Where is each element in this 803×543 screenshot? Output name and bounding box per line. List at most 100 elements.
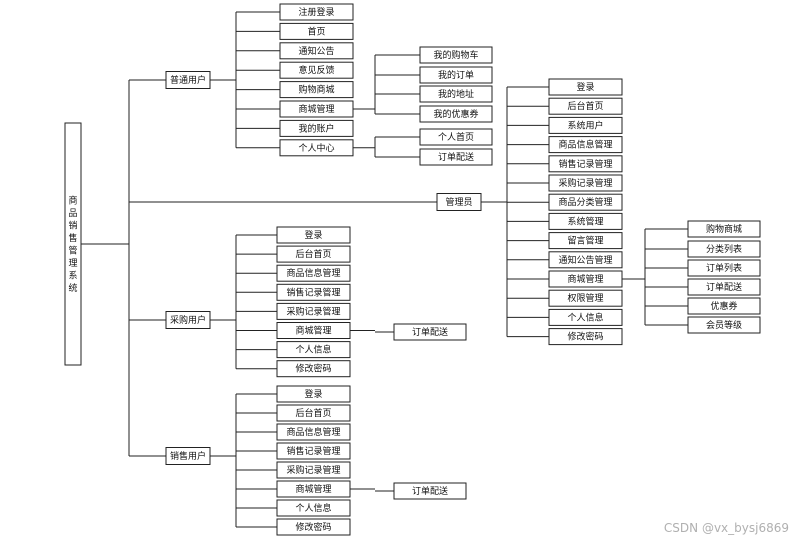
module-0-7: 个人中心	[279, 139, 354, 157]
module-0-2: 通知公告	[279, 42, 354, 60]
module-0-2-box	[279, 42, 354, 60]
module-0-0-box	[279, 3, 354, 21]
module-1-1: 后台首页	[548, 97, 623, 115]
module-3-7-label: 修改密码	[295, 521, 331, 533]
module-2-4-label: 采购记录管理	[286, 305, 340, 317]
submodule-1-10-1-label: 分类列表	[706, 243, 742, 255]
module-1-9-label: 通知公告管理	[558, 254, 612, 266]
module-0-6-label: 我的账户	[298, 122, 334, 134]
module-1-6-box	[548, 193, 623, 211]
module-3-1: 后台首页	[276, 404, 351, 422]
module-1-7: 系统管理	[548, 212, 623, 230]
submodule-1-10-0: 购物商城	[687, 220, 761, 238]
module-1-8-label: 留言管理	[567, 235, 603, 247]
submodule-1-10-3-label: 订单配送	[706, 281, 742, 293]
module-1-13-box	[548, 328, 623, 346]
root-node-char: 系	[68, 270, 77, 281]
module-1-13: 修改密码	[548, 328, 623, 346]
module-2-1-box	[276, 245, 351, 263]
module-0-6-box	[279, 119, 354, 137]
module-1-3: 商品信息管理	[548, 136, 623, 154]
module-0-4-label: 购物商城	[298, 84, 334, 96]
submodule-1-10-0-box	[687, 220, 761, 238]
module-1-13-label: 修改密码	[567, 331, 603, 343]
module-3-0: 登录	[276, 385, 351, 403]
submodule-1-10-3: 订单配送	[687, 278, 761, 296]
module-0-3-box	[279, 61, 354, 79]
module-1-4-box	[548, 155, 623, 173]
module-3-4-box	[276, 461, 351, 479]
module-1-3-label: 商品信息管理	[558, 139, 612, 151]
module-3-1-label: 后台首页	[295, 407, 331, 419]
role-1-label: 管理员	[445, 196, 472, 208]
module-1-12-label: 个人信息	[567, 311, 603, 323]
submodule-0-5-2-label: 我的地址	[438, 88, 474, 100]
submodule-2-5-0-box	[393, 323, 467, 341]
module-2-7: 修改密码	[276, 360, 351, 378]
module-1-6-label: 商品分类管理	[558, 196, 612, 208]
submodule-0-5-1-label: 我的订单	[438, 69, 474, 81]
module-3-1-box	[276, 404, 351, 422]
module-3-5-label: 商城管理	[295, 483, 331, 495]
module-1-0-label: 登录	[576, 82, 594, 93]
module-2-0: 登录	[276, 226, 351, 244]
module-3-7-box	[276, 518, 351, 536]
submodule-1-10-4-box	[687, 297, 761, 315]
submodule-0-5-1-box	[419, 66, 493, 84]
module-1-10-label: 商城管理	[567, 273, 603, 285]
module-2-2: 商品信息管理	[276, 264, 351, 282]
submodule-1-10-3-box	[687, 278, 761, 296]
submodule-0-7-1: 订单配送	[419, 148, 493, 166]
module-3-6-label: 个人信息	[295, 502, 331, 514]
module-0-1-label: 首页	[307, 25, 325, 37]
module-0-0: 注册登录	[279, 3, 354, 21]
submodule-1-10-1: 分类列表	[687, 240, 761, 258]
submodule-1-10-0-label: 购物商城	[706, 223, 742, 235]
role-1: 管理员	[436, 193, 482, 211]
submodule-2-5-0-label: 订单配送	[412, 326, 448, 338]
module-0-3: 意见反馈	[279, 61, 354, 79]
module-2-0-label: 登录	[304, 230, 322, 241]
module-2-2-box	[276, 264, 351, 282]
module-3-2-box	[276, 423, 351, 441]
module-0-3-label: 意见反馈	[298, 64, 334, 76]
role-3: 销售用户	[165, 447, 211, 465]
root-node-char: 管	[68, 244, 77, 256]
submodule-0-7-0-label: 个人首页	[438, 131, 474, 143]
module-1-12: 个人信息	[548, 308, 623, 326]
module-3-3-box	[276, 442, 351, 460]
submodule-0-5-2-box	[419, 85, 493, 103]
module-3-3: 销售记录管理	[276, 442, 351, 460]
module-1-7-label: 系统管理	[567, 215, 603, 227]
module-1-10: 商城管理	[548, 270, 623, 288]
module-0-5-label: 商城管理	[298, 103, 334, 115]
module-2-7-label: 修改密码	[295, 363, 331, 375]
submodule-0-5-0: 我的购物车	[419, 46, 493, 64]
module-2-6-box	[276, 341, 351, 359]
submodule-0-5-1: 我的订单	[419, 66, 493, 84]
module-2-7-box	[276, 360, 351, 378]
module-1-4: 销售记录管理	[548, 155, 623, 173]
module-0-0-label: 注册登录	[298, 6, 334, 18]
module-1-3-box	[548, 136, 623, 154]
submodule-1-10-2: 订单列表	[687, 259, 761, 277]
module-2-5: 商城管理	[276, 322, 351, 339]
module-1-8: 留言管理	[548, 232, 623, 250]
module-3-0-label: 登录	[304, 389, 322, 400]
root-node-char: 统	[68, 282, 77, 294]
module-0-1: 首页	[279, 22, 354, 40]
submodule-0-5-3-label: 我的优惠券	[433, 108, 478, 120]
submodule-3-5-0: 订单配送	[393, 482, 467, 500]
root-node-char: 售	[68, 232, 77, 244]
submodule-1-10-2-box	[687, 259, 761, 277]
submodule-0-5-3: 我的优惠券	[419, 105, 493, 123]
module-1-5-label: 采购记录管理	[558, 177, 612, 189]
submodule-0-7-1-label: 订单配送	[438, 151, 474, 163]
submodule-1-10-5-box	[687, 316, 761, 334]
module-2-4: 采购记录管理	[276, 302, 351, 320]
submodule-3-5-0-box	[393, 482, 467, 500]
module-1-9-box	[548, 251, 623, 269]
module-2-1-label: 后台首页	[295, 248, 331, 260]
